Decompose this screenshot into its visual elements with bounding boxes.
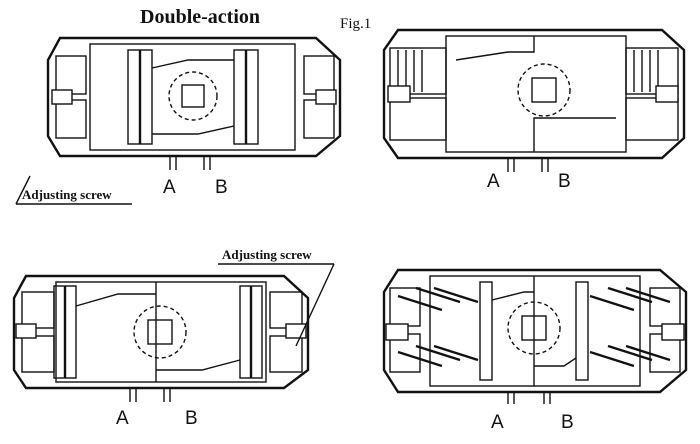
callout-adjusting-screw-bottom-left: Adjusting screw bbox=[222, 247, 312, 262]
port-label-a-bottom-right: A bbox=[491, 412, 504, 433]
actuator-bottom-right bbox=[382, 268, 688, 404]
actuator-top-right bbox=[382, 28, 686, 172]
port-label-a-top-left: A bbox=[163, 177, 176, 198]
figure-title: Double-action bbox=[140, 6, 260, 28]
figure-label: Fig.1 bbox=[340, 16, 372, 32]
port-label-b-bottom-left: B bbox=[185, 408, 198, 429]
port-label-a-bottom-left: A bbox=[116, 408, 129, 429]
callout-leader-top-left bbox=[15, 175, 31, 205]
port-label-b-top-left: B bbox=[215, 177, 228, 198]
actuator-bottom-left bbox=[12, 274, 310, 402]
callout-adjusting-screw-top-left: Adjusting screw bbox=[22, 187, 112, 202]
port-label-a-top-right: A bbox=[487, 171, 500, 192]
actuator-top-left bbox=[46, 36, 342, 170]
port-label-b-top-right: B bbox=[558, 171, 571, 192]
callout-leader-bottom-left bbox=[295, 263, 335, 347]
port-label-b-bottom-right: B bbox=[561, 412, 574, 433]
